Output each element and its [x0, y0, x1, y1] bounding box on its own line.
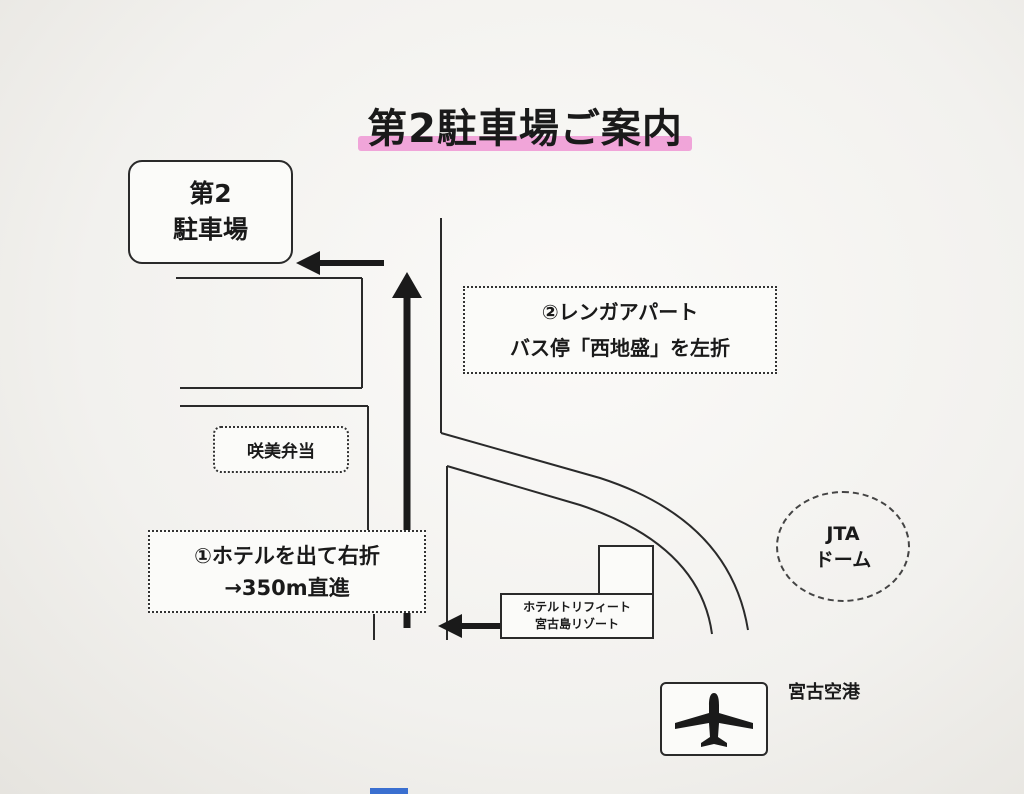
- blue-tape-strip: [370, 788, 408, 794]
- step1-line1: ①ホテルを出て右折: [194, 543, 380, 568]
- step1-box: ①ホテルを出て右折 →350m直進: [148, 530, 426, 613]
- road-curve: [440, 432, 749, 631]
- parking-label-line1: 第2: [189, 179, 232, 208]
- bento-shop-box: 咲美弁当: [213, 426, 349, 473]
- airport-box: [660, 682, 768, 756]
- step2-line2: バス停「西地盛」を左折: [510, 336, 730, 360]
- title-highlight: [358, 136, 692, 151]
- airport-label: 宮古空港: [788, 682, 860, 703]
- jta-line2: ドーム: [814, 548, 872, 571]
- parking-2-box: 第2 駐車場: [128, 160, 293, 264]
- road-curve: [446, 465, 713, 635]
- step1-line2: →350m直進: [224, 575, 350, 600]
- step2-box: ②レンガアパート バス停「西地盛」を左折: [463, 286, 777, 374]
- hotel-line2: 宮古島リゾート: [534, 617, 619, 631]
- hotel-box: ホテルトリフィート 宮古島リゾート: [500, 593, 654, 639]
- jta-dome-circle: JTA ドーム: [776, 491, 910, 602]
- step2-line1: ②レンガアパート: [541, 300, 699, 324]
- route-arrowhead: [392, 272, 422, 298]
- hotel-building-tower: [598, 545, 654, 597]
- airplane-icon: [675, 693, 753, 747]
- page-title: 第2駐車場ご案内: [367, 106, 683, 152]
- parking-label-line2: 駐車場: [172, 215, 248, 244]
- hotel-line1: ホテルトリフィート: [523, 600, 631, 614]
- route-arrowhead: [438, 614, 462, 638]
- bento-label: 咲美弁当: [247, 442, 315, 462]
- route-arrowhead: [296, 251, 320, 275]
- jta-line1: JTA: [826, 522, 860, 545]
